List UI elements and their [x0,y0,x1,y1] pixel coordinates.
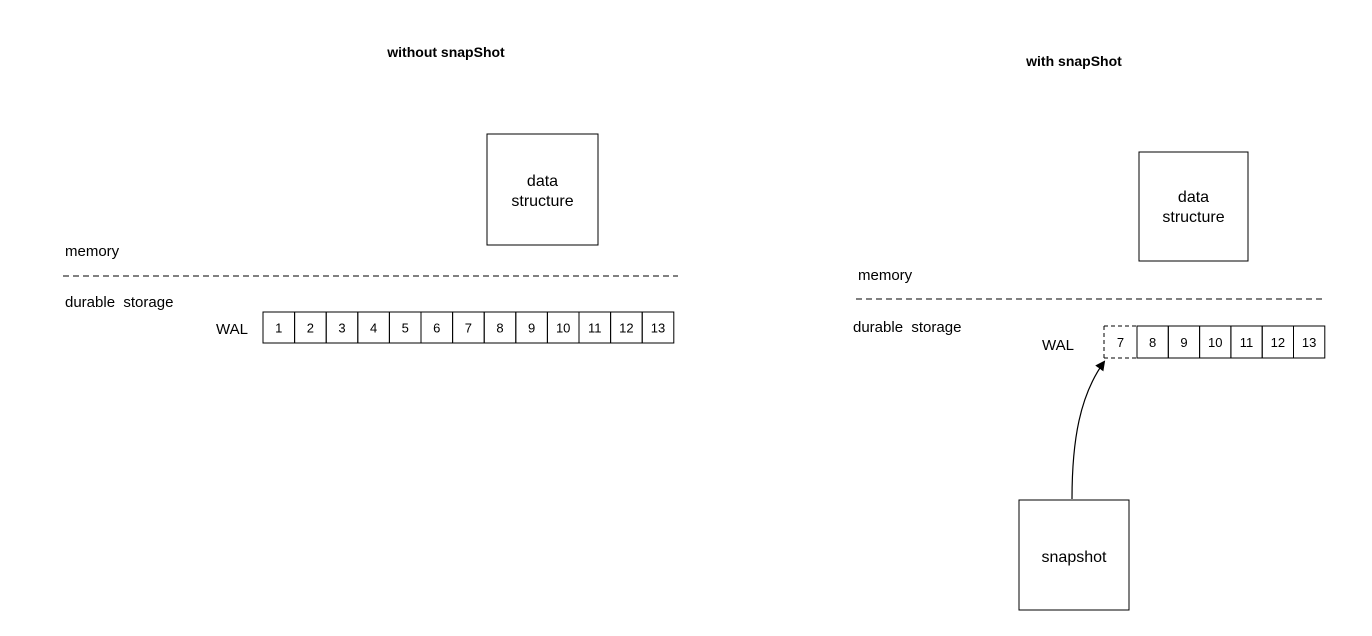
left-wal-cell-label: 5 [402,321,409,336]
right-wal-cell-box [1293,325,1326,359]
left-data-structure-label-line1: data [527,173,558,190]
left-panel-title: without snapShot [386,44,505,60]
left-wal-cell: 1 [262,311,296,344]
left-wal-cell-label: 8 [496,321,503,336]
left-wal-label: WAL [216,321,248,338]
left-wal-cell: 12 [610,311,643,344]
left-wal-cell: 7 [452,311,485,344]
left-wal-cell-box [641,311,675,344]
left-wal-cell-label: 4 [370,321,377,336]
right-data-structure-label-line1: data [1178,189,1209,206]
right-wal-cell-label: 12 [1271,335,1285,350]
right-wal-cell-label: 11 [1240,335,1254,350]
right-wal-cell: 13 [1293,325,1326,359]
left-wal-cell-label: 13 [651,321,665,336]
snapshot-box [1018,499,1130,611]
right-wal-truncated-cell: 7 [1103,325,1138,359]
right-wal-cell: 11 [1230,325,1263,359]
left-wal-cell: 2 [294,311,327,344]
left-wal-cell: 3 [325,311,359,344]
left-wal-cell-label: 10 [556,321,570,336]
right-storage-label: durable storage [853,319,961,336]
left-wal-cell-label: 1 [275,321,282,336]
right-wal-log: 8 9 10 11 12 13 [1136,325,1326,359]
right-wal-cell: 10 [1199,325,1232,359]
left-wal-cell-label: 3 [338,321,345,336]
left-wal-cell: 4 [357,311,390,344]
right-wal-cell: 9 [1167,325,1201,359]
left-wal-cell-label: 6 [433,321,440,336]
right-panel-title: with snapShot [1025,53,1122,69]
snapshot-arrow [1071,360,1106,500]
left-data-structure-label-line2: structure [511,193,573,210]
left-panel: without snapShot data structure memory d… [63,44,678,344]
snapshot-label: snapshot [1042,549,1107,566]
left-wal-cell: 9 [515,311,548,344]
left-wal-cell: 10 [546,311,580,344]
right-wal-truncated-cell-label: 7 [1117,335,1124,350]
right-memory-label: memory [858,267,913,284]
left-wal-cell: 11 [578,311,612,344]
left-wal-cell-label: 12 [619,321,633,336]
left-data-structure-box [486,133,599,246]
right-wal-cell: 12 [1261,325,1294,359]
right-wal-cell: 8 [1136,325,1169,359]
right-wal-cell-label: 13 [1302,335,1316,350]
left-wal-cell-label: 2 [307,321,314,336]
left-wal-cell: 8 [483,311,517,344]
right-wal-label: WAL [1042,337,1074,354]
left-wal-cell-label: 7 [465,321,472,336]
left-wal-cell: 6 [420,311,454,344]
right-wal-cell-label: 8 [1149,335,1156,350]
left-storage-label: durable storage [65,294,173,311]
left-wal-cell-label: 11 [588,321,602,336]
left-wal-cell: 13 [641,311,675,344]
left-wal-cell-label: 9 [528,321,535,336]
right-data-structure-box [1138,151,1249,262]
left-memory-label: memory [65,243,120,260]
left-wal-cell: 5 [388,311,422,344]
right-data-structure-label-line2: structure [1162,209,1224,226]
right-wal-cell-label: 9 [1180,335,1187,350]
right-wal-cell-label: 10 [1208,335,1222,350]
right-panel: with snapShot data structure memory dura… [853,53,1326,611]
